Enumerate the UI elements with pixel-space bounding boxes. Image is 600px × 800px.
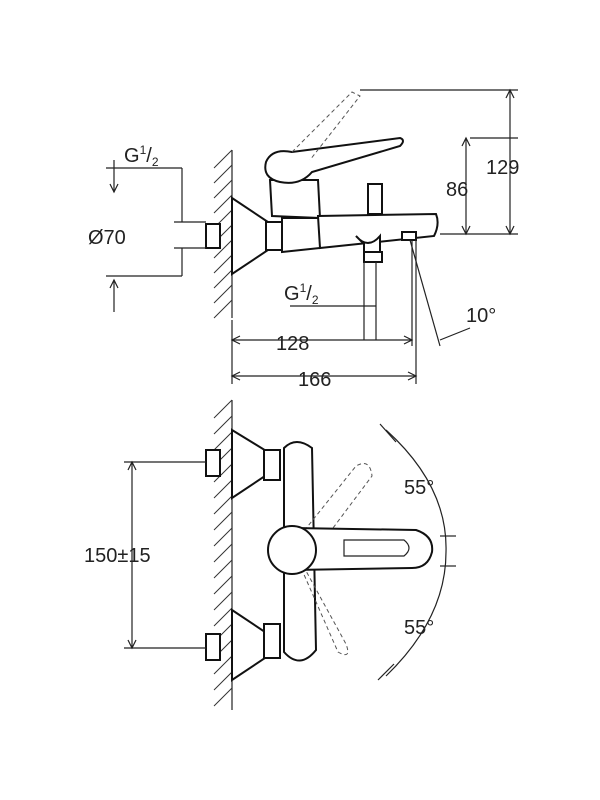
lever-ghost-up	[299, 463, 373, 549]
inlet-nut-top	[205, 449, 221, 477]
inlet-nut-bottom	[205, 633, 221, 661]
spout	[316, 212, 439, 250]
handle-column	[268, 179, 322, 220]
depth-total-label: 166	[298, 369, 331, 391]
thread-top-label: G1/2	[124, 143, 159, 169]
side-view: G1/2 Ø70 G1/2 129 86 128 166 10°	[88, 88, 519, 391]
angle-down-label: 55°	[404, 617, 434, 639]
lever-front	[293, 526, 434, 572]
lever-ghost	[291, 91, 361, 161]
hose-outlet-thread	[363, 251, 383, 263]
escutcheon-bottom	[231, 608, 269, 682]
centers-label: 150±15	[84, 545, 151, 567]
escutcheon-cone	[231, 196, 269, 276]
escutcheon-top	[231, 428, 269, 500]
angle-arc	[385, 429, 447, 677]
mixer-body	[281, 217, 321, 254]
lever-ghost-down	[299, 559, 349, 656]
thread-bottom-label: G1/2	[284, 281, 319, 307]
diameter-label: Ø70	[88, 227, 126, 249]
wall-hatch-bottom	[213, 399, 233, 707]
height-total-label: 129	[486, 157, 519, 179]
connector-bottom	[263, 623, 281, 659]
connector-nut	[265, 221, 283, 251]
aerator	[401, 231, 417, 241]
wall-fitting-nut	[205, 223, 221, 249]
connector-top	[263, 449, 281, 481]
height-spout-label: 86	[446, 179, 468, 201]
spout-angle-label: 10°	[466, 305, 496, 327]
lever-inset	[343, 539, 410, 557]
depth-spout-label: 128	[276, 333, 309, 355]
lever-hub	[267, 525, 317, 575]
front-view: 150±15 55° 55°	[84, 399, 456, 710]
diverter-knob	[367, 183, 383, 215]
lever-handle	[264, 136, 404, 184]
wall-hatch-top	[213, 149, 233, 319]
angle-up-label: 55°	[404, 477, 434, 499]
